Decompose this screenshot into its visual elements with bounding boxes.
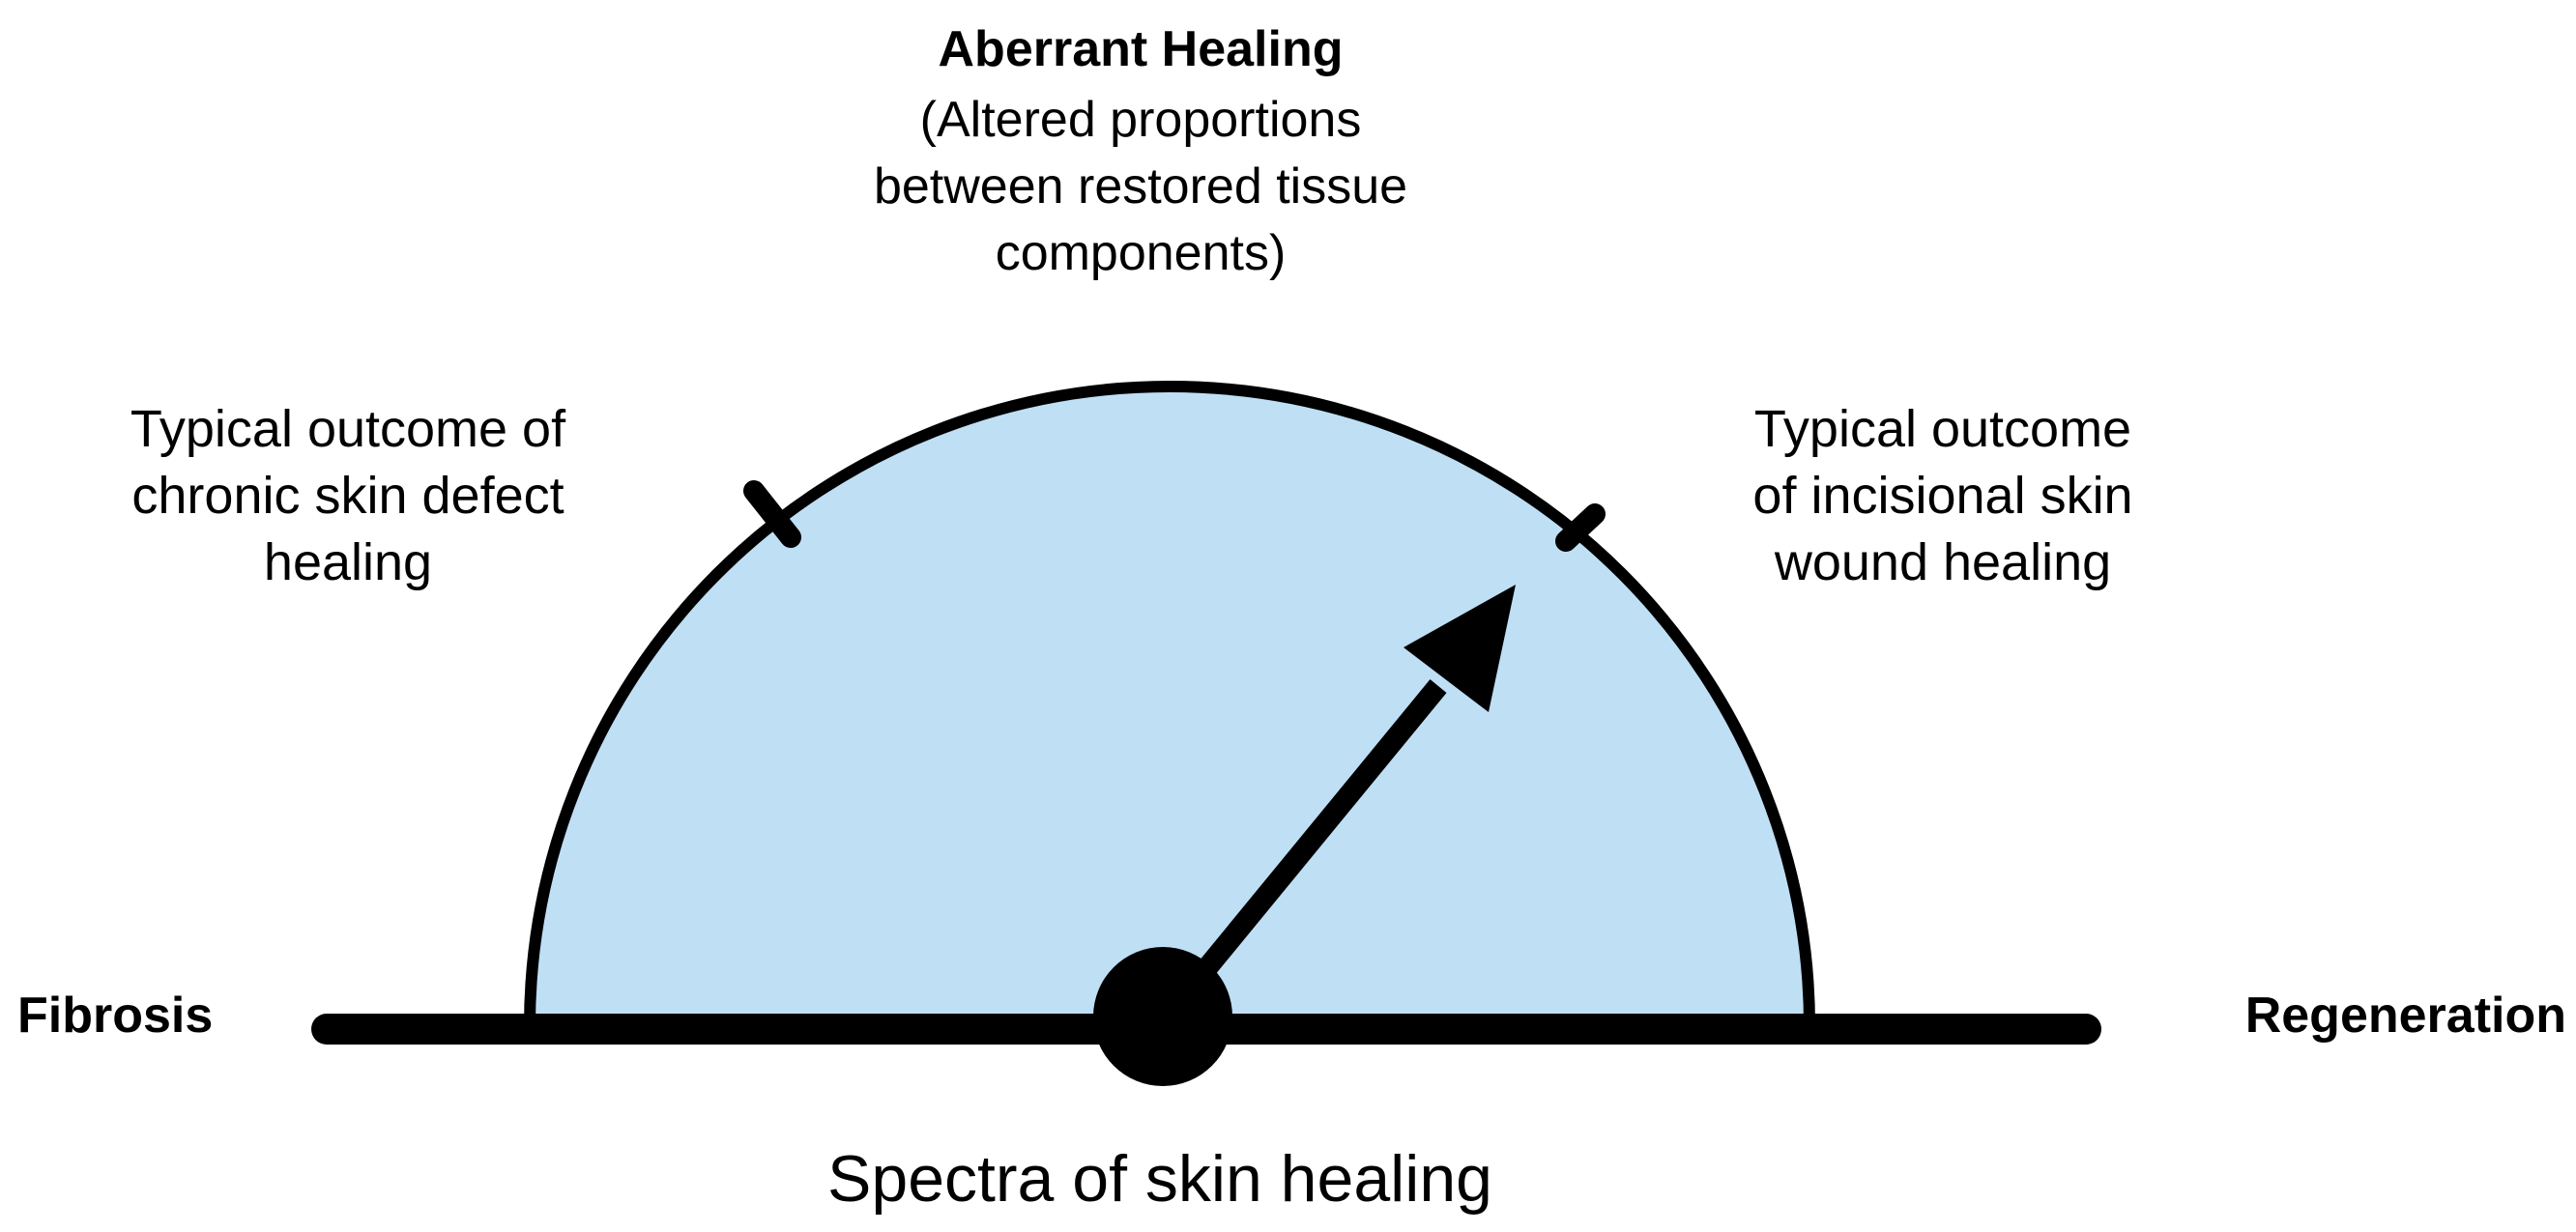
note-line: Typical outcome of: [130, 400, 566, 458]
regeneration-label: Regeneration: [2244, 988, 2566, 1044]
subtitle-line: components): [995, 225, 1287, 281]
incisional-wound-marker: [1555, 503, 1606, 552]
gauge-dial: [524, 381, 1815, 1032]
pointer-pivot: [1093, 947, 1232, 1086]
diagram-title: Aberrant Healing: [938, 21, 1344, 77]
note-line: wound healing: [1774, 533, 2112, 591]
chronic-skin-defect-marker: [743, 480, 801, 548]
note-line: of incisional skin: [1752, 467, 2133, 525]
pointer-shaft: [1156, 679, 1447, 1026]
chronic-defect-note: Typical outcome of chronic skin defect h…: [58, 396, 638, 596]
note-line: healing: [263, 533, 433, 591]
diagram-caption: Spectra of skin healing: [827, 1142, 1492, 1216]
title-subtext: (Altered proportions between restored ti…: [802, 87, 1479, 287]
subtitle-line: between restored tissue: [873, 158, 1408, 215]
incisional-wound-note: Typical outcome of incisional skin wound…: [1653, 396, 2233, 596]
pointer-arrowhead: [1404, 585, 1516, 712]
fibrosis-label: Fibrosis: [17, 988, 214, 1044]
note-line: Typical outcome: [1753, 400, 2132, 458]
note-line: chronic skin defect: [131, 467, 564, 525]
subtitle-line: (Altered proportions: [919, 92, 1362, 148]
